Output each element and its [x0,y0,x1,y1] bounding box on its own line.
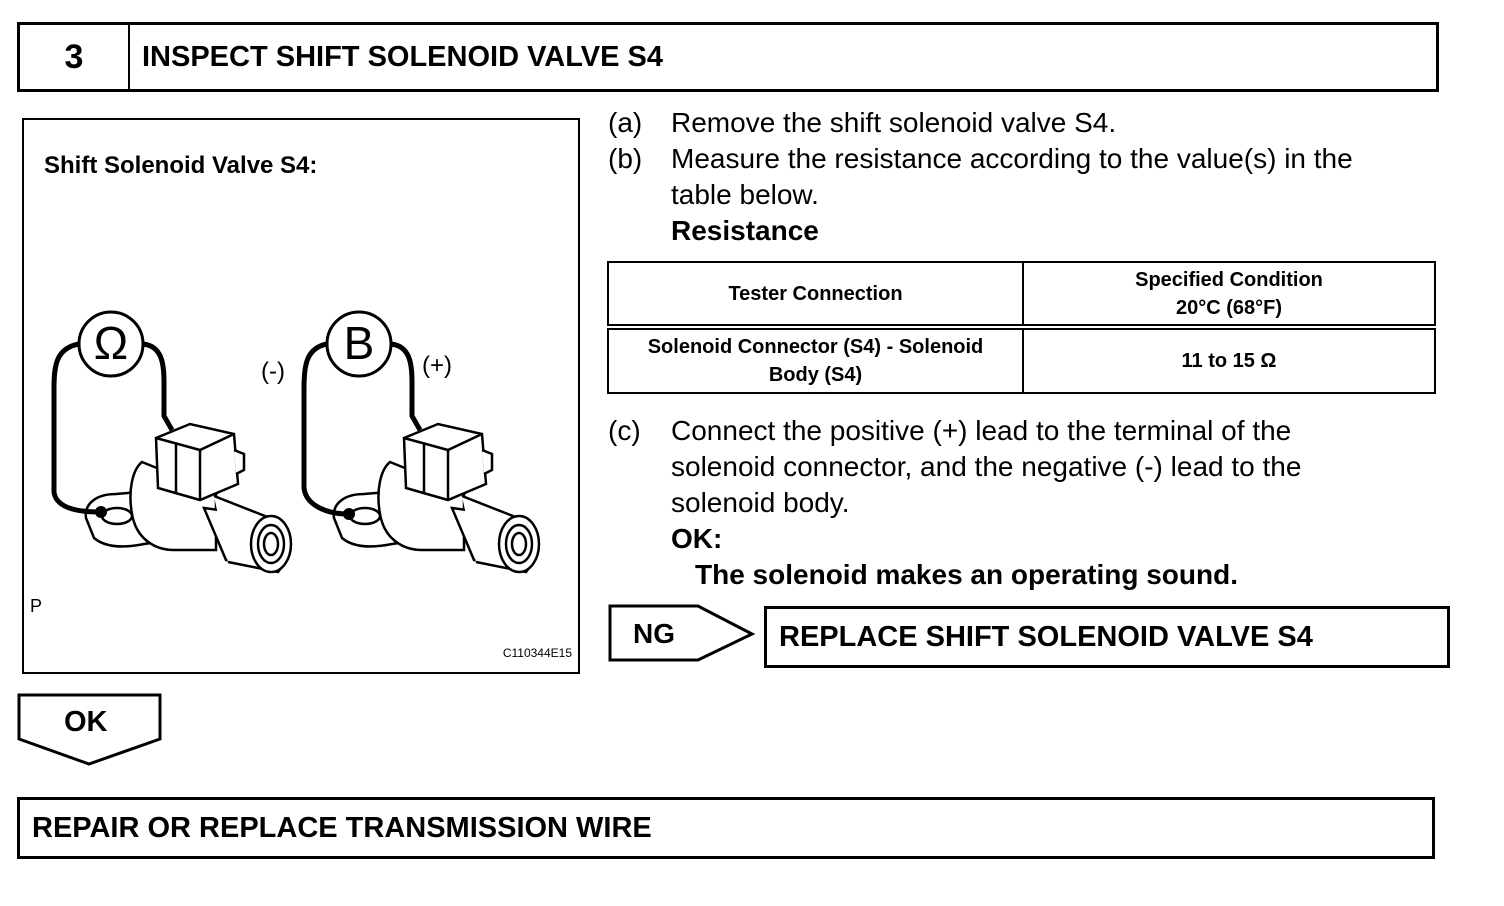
step-b-text-line2: table below. [671,179,819,210]
step-c-text-line3: solenoid body. [671,487,850,518]
step-b-letter: (b) [608,143,643,174]
figure-corner-mark: P [30,596,43,616]
resistance-heading: Resistance [671,215,819,246]
ng-action-box: REPLACE SHIFT SOLENOID VALVE S4 [764,606,1450,668]
ohm-symbol: Ω [93,317,129,369]
ohmmeter [51,310,175,518]
table-header-specified-condition: Specified Condition 20°C (68°F) [1022,261,1436,330]
battery-symbol: B [343,317,375,369]
resistance-table: Tester Connection Specified Condition 20… [607,261,1436,394]
ok-action-box: REPAIR OR REPLACE TRANSMISSION WIRE [17,797,1435,859]
specified-condition-temperature: 20°C (68°F) [1175,296,1283,319]
tester-connection-line2: Body (S4) [768,364,863,386]
ok-criteria-text: The solenoid makes an operating sound. [695,559,1238,590]
ok-arrow-shape [17,693,162,766]
step-c-letter: (c) [608,415,641,446]
step-title: INSPECT SHIFT SOLENOID VALVE S4 [142,40,663,73]
solenoid-diagram [51,310,541,574]
ng-arrow-shape [608,604,756,662]
step-number: 3 [20,25,130,89]
ng-label: NG [633,618,675,649]
solenoid-right [332,422,541,574]
step-header: 3 INSPECT SHIFT SOLENOID VALVE S4 [17,22,1439,92]
solenoid-left [84,422,293,574]
table-row: Solenoid Connector (S4) - Solenoid Body … [607,326,1436,394]
ok-criteria-label: OK: [671,523,723,554]
negative-lead-label: (-) [261,358,285,385]
ok-label: OK [64,706,108,738]
battery [301,310,423,520]
step-c-text-line2: solenoid connector, and the negative (-)… [671,451,1302,482]
figure-code: C110344E15 [502,646,572,660]
table-header-tester-connection: Tester Connection [607,261,1024,330]
step-a-text: Remove the shift solenoid valve S4. [671,107,1117,138]
table-cell-specified-condition: 11 to 15 Ω [1022,326,1436,394]
table-header-row: Tester Connection Specified Condition 20… [607,261,1436,330]
solenoid-illustration: Shift Solenoid Valve S4: [22,118,580,674]
step-a-letter: (a) [608,107,643,138]
positive-lead-label: (+) [422,352,452,379]
specified-condition-label: Specified Condition [1135,268,1323,291]
table-cell-tester-connection: Solenoid Connector (S4) - Solenoid Body … [607,326,1024,394]
step-b-text-line1: Measure the resistance according to the … [671,143,1353,174]
tester-connection-line1: Solenoid Connector (S4) - Solenoid [647,336,984,358]
step-c-text-line1: Connect the positive (+) lead to the ter… [671,415,1292,446]
figure-title: Shift Solenoid Valve S4: [44,152,318,179]
